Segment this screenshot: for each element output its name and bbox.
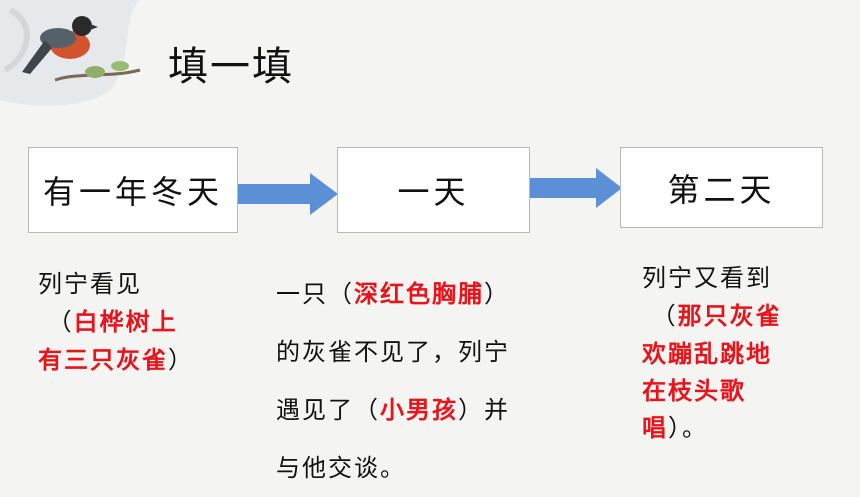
answer-text: 唱 — [642, 413, 668, 442]
text-line: 与他交谈。 — [276, 454, 406, 482]
text-line: 有三只灰雀） — [38, 341, 238, 379]
bird-illustration — [0, 0, 141, 106]
right-arrow-icon — [530, 168, 622, 208]
text-line: 的灰雀不见了，列宁 — [276, 338, 510, 366]
text-line: 一只（深红色胸脯） — [276, 265, 576, 323]
text-line: 列宁又看到 — [642, 264, 772, 292]
stage-box-next-day: 第二天 — [620, 147, 823, 228]
text-line: 欢蹦乱跳地 — [642, 339, 772, 368]
paren: （ — [651, 302, 678, 330]
paren: （ — [47, 308, 74, 336]
right-arrow-icon — [238, 173, 338, 215]
text-line: 列宁看见 — [38, 270, 142, 298]
text-line: （白桦树上 — [38, 303, 238, 341]
answer-text: 深红色胸脯 — [354, 279, 484, 308]
text: 一只（ — [276, 280, 354, 308]
answer-column-1: 列宁看见 （白桦树上 有三只灰雀） — [38, 266, 238, 379]
answer-text: 那只灰雀 — [677, 301, 782, 330]
answer-column-2: 一只（深红色胸脯） 的灰雀不见了，列宁 遇见了（小男孩）并 与他交谈。 — [276, 265, 576, 497]
text-line: 唱）。 — [642, 409, 847, 447]
text-line: 遇见了（小男孩）并 — [276, 381, 576, 439]
text: ） — [484, 280, 510, 308]
answer-text: 小男孩 — [380, 395, 458, 424]
text-line: （那只灰雀 — [642, 297, 847, 335]
text: ）并 — [458, 396, 510, 424]
page-title: 填一填 — [168, 44, 294, 90]
text: 遇见了（ — [276, 396, 380, 424]
answer-text: 有三只灰雀 — [38, 345, 168, 374]
text-line: 在枝头歌 — [642, 376, 746, 405]
paren: ） — [168, 346, 194, 374]
answer-text: 白桦树上 — [73, 307, 178, 336]
paren: ）。 — [668, 414, 708, 442]
answer-column-3: 列宁又看到 （那只灰雀 欢蹦乱跳地 在枝头歌 唱）。 — [642, 260, 847, 447]
stage-box-winter: 有一年冬天 — [28, 147, 238, 233]
stage-box-one-day: 一天 — [337, 147, 530, 233]
